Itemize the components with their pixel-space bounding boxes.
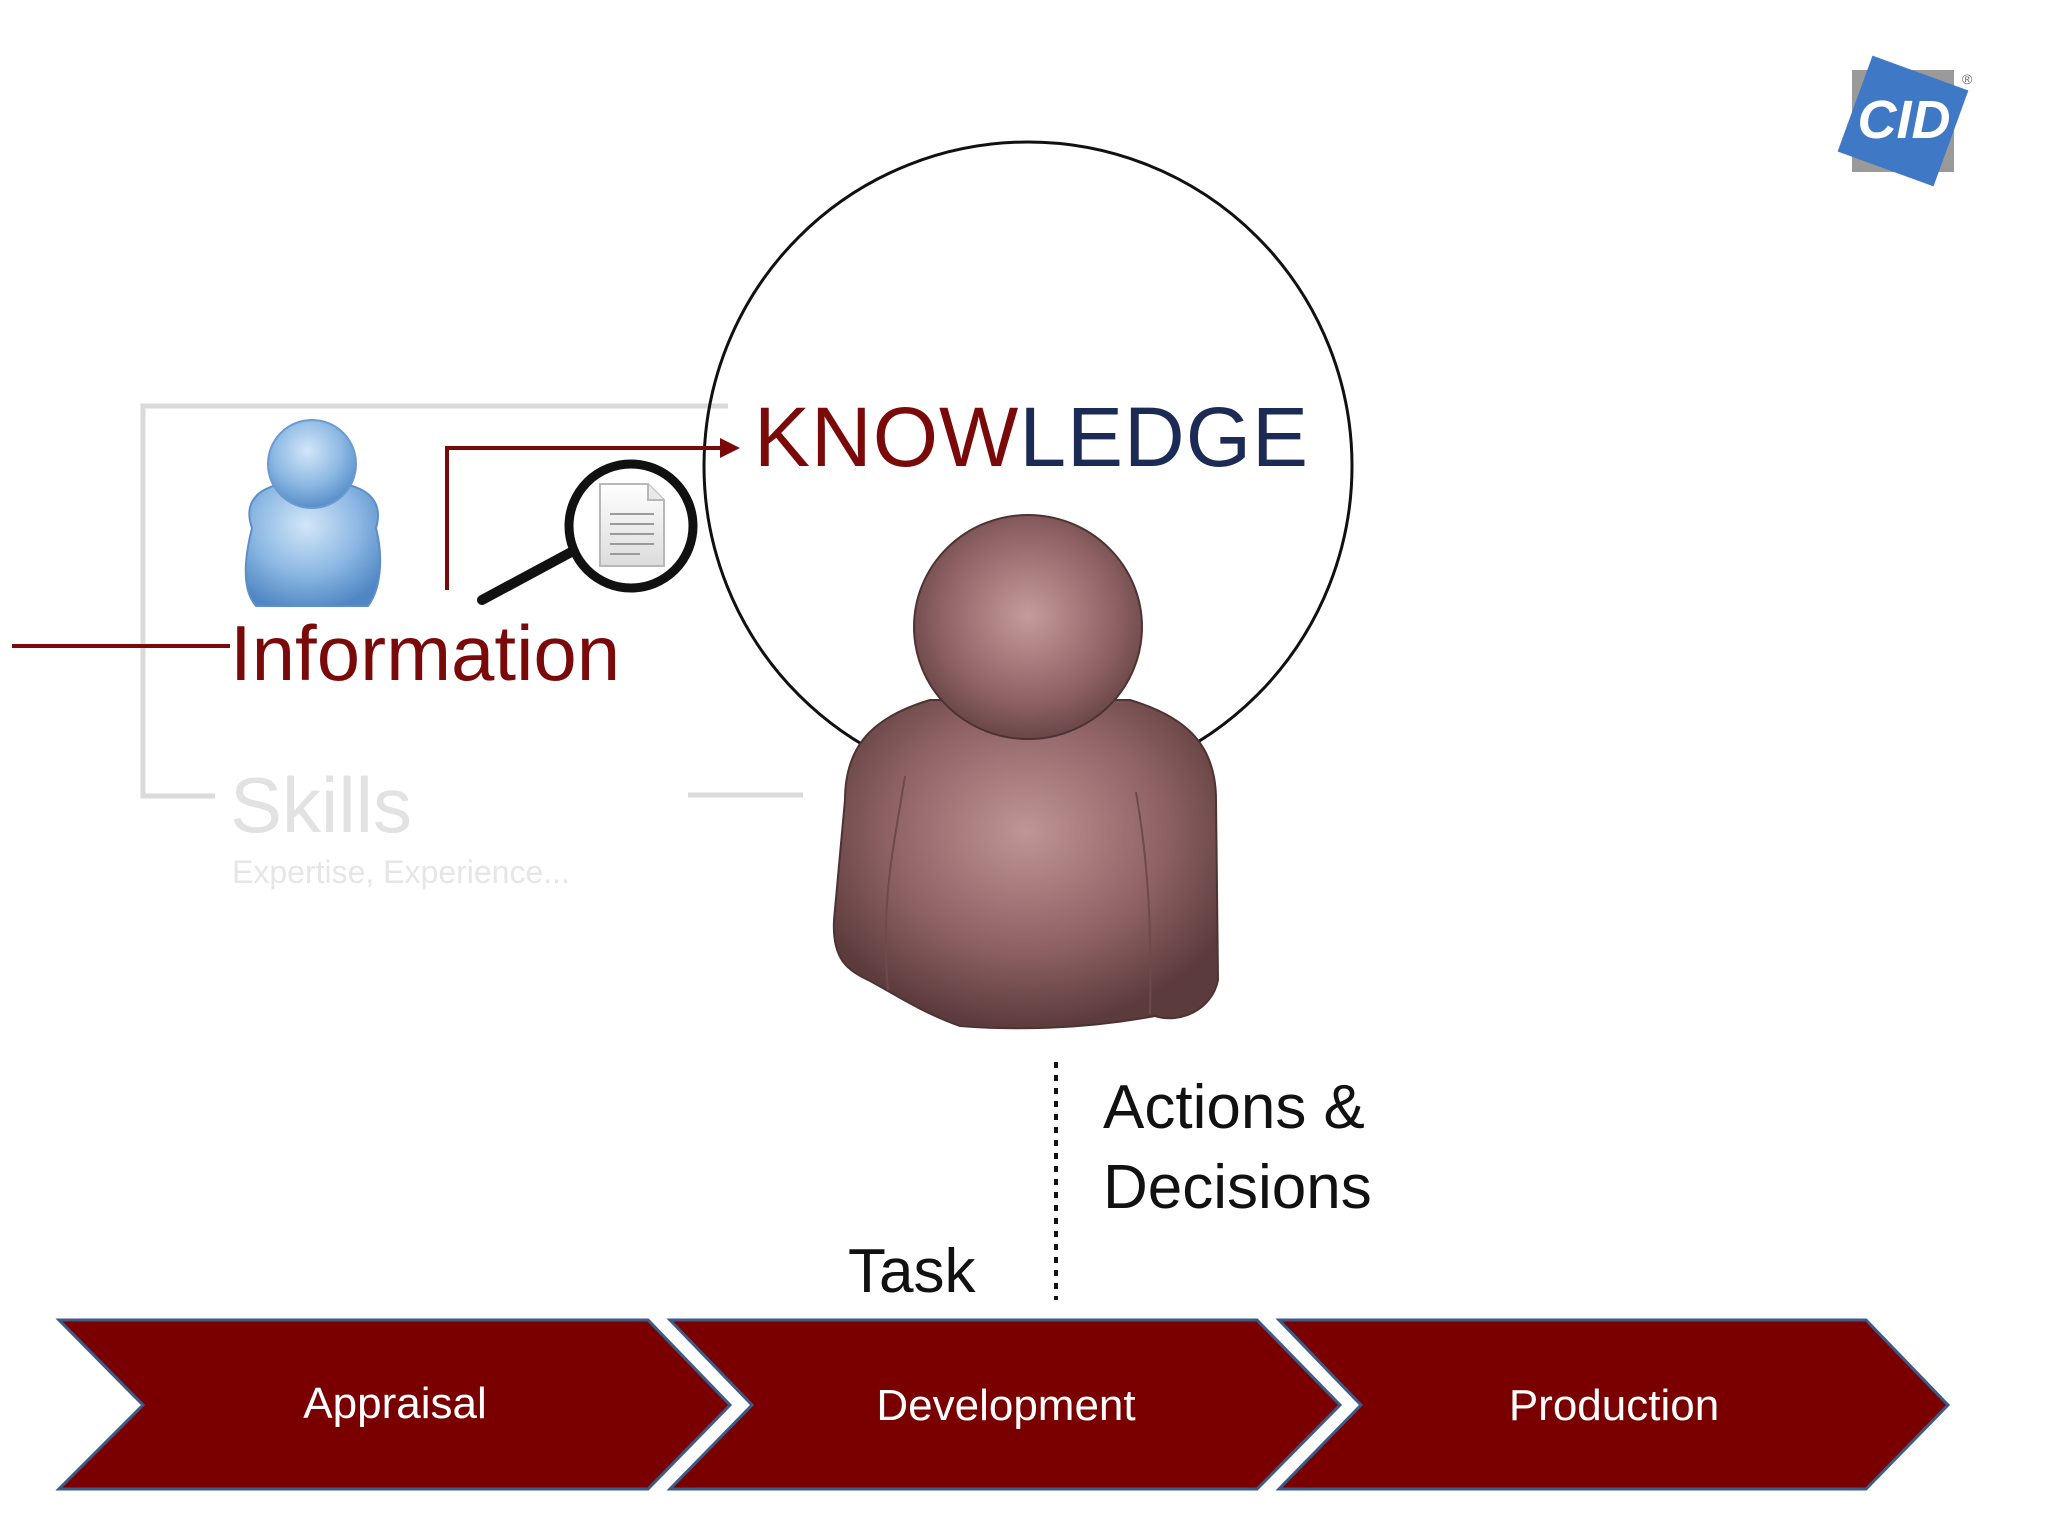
- stage-production-chevron: [1275, 1318, 1951, 1491]
- search-document-icon: [477, 459, 698, 605]
- logo-text: CID: [1858, 90, 1951, 150]
- large-person-icon: [832, 514, 1220, 1030]
- arrow-head: [720, 438, 740, 458]
- stage-development-label: Development: [876, 1381, 1135, 1430]
- logo-registered-mark: ®: [1962, 71, 1973, 87]
- stage-appraisal-label: Appraisal: [303, 1379, 486, 1428]
- cid-logo: CID ®: [1837, 55, 1973, 187]
- knowledge-title: KNOWLEDGE: [754, 390, 1309, 484]
- knowledge-part-ledge: LEDGE: [1019, 390, 1309, 484]
- knowledge-part-know: KNOW: [754, 390, 1019, 484]
- skills-label: Skills: [230, 761, 412, 849]
- skills-bracket: [140, 403, 803, 799]
- stage-appraisal-chevron: [55, 1318, 733, 1491]
- process-flow: [55, 1318, 1951, 1491]
- skills-sublabel: Expertise, Experience...: [232, 854, 570, 890]
- information-connector: [12, 446, 722, 648]
- actions-label-line2: Decisions: [1103, 1153, 1372, 1222]
- task-label: Task: [848, 1237, 976, 1306]
- small-person-icon: [244, 419, 382, 607]
- information-label: Information: [230, 609, 620, 697]
- stage-development-chevron: [666, 1318, 1343, 1491]
- stage-production-label: Production: [1509, 1381, 1719, 1430]
- actions-label-line1: Actions &: [1103, 1073, 1365, 1142]
